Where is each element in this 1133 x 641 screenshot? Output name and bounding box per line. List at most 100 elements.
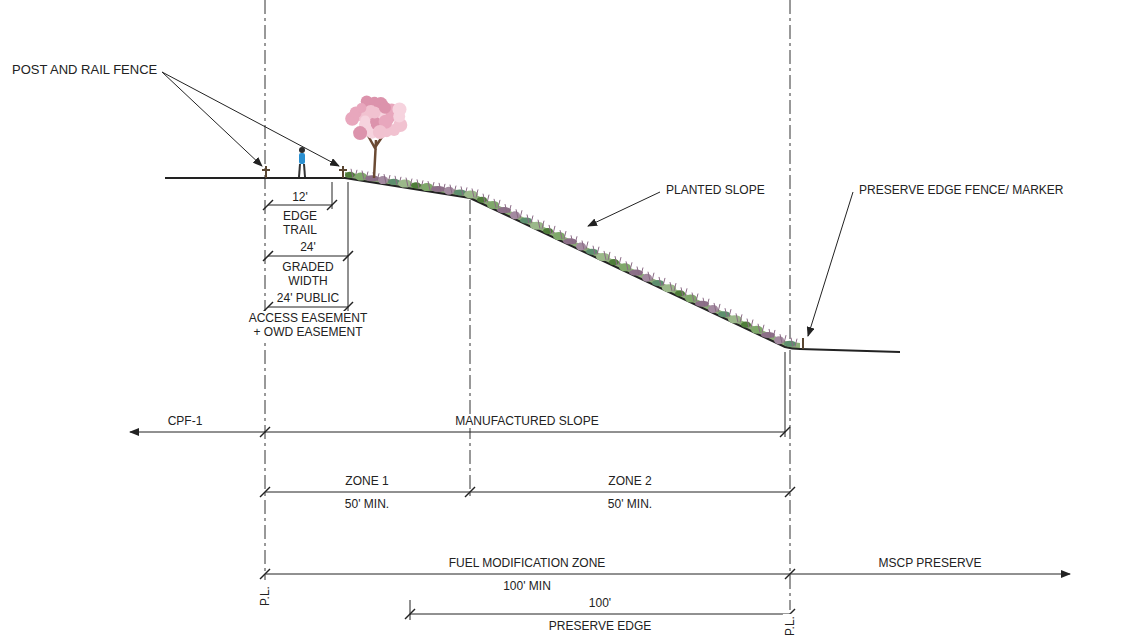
tick bbox=[260, 427, 270, 437]
blossom bbox=[369, 107, 381, 119]
grass bbox=[549, 225, 555, 234]
grass bbox=[593, 246, 599, 255]
dimension-label: MANUFACTURED SLOPE bbox=[453, 414, 600, 428]
shrub bbox=[619, 263, 631, 271]
dimension-value: 50' MIN. bbox=[343, 497, 391, 511]
zone-label: CPF-1 bbox=[166, 414, 205, 428]
shrub bbox=[718, 311, 730, 317]
grass bbox=[780, 334, 786, 343]
shrub bbox=[576, 243, 586, 251]
shrub bbox=[751, 326, 763, 334]
grass bbox=[516, 209, 522, 218]
grass bbox=[472, 188, 478, 197]
grass bbox=[637, 267, 643, 276]
grass bbox=[703, 298, 709, 307]
dimension-label: GRADED WIDTH bbox=[275, 260, 341, 288]
trail-user bbox=[299, 147, 305, 177]
shrub bbox=[586, 249, 598, 255]
tick bbox=[465, 487, 475, 497]
grass bbox=[571, 235, 577, 244]
shrub bbox=[609, 259, 619, 265]
dimension-value: 50' MIN. bbox=[606, 497, 654, 511]
grass bbox=[747, 319, 753, 328]
property-line-label: P.L. bbox=[258, 584, 272, 608]
shrub bbox=[708, 305, 718, 313]
zone-label: FUEL MODIFICATION ZONE bbox=[447, 556, 608, 570]
grass bbox=[582, 241, 588, 250]
zone-divider bbox=[470, 200, 471, 497]
grass bbox=[615, 256, 621, 265]
tick bbox=[327, 200, 337, 210]
shrub bbox=[421, 183, 433, 191]
tick bbox=[260, 487, 270, 497]
grass bbox=[483, 194, 489, 203]
grass bbox=[659, 277, 665, 286]
callout-label: PRESERVE EDGE FENCE/ MARKER bbox=[857, 183, 1066, 197]
dimension-value: 100' bbox=[587, 596, 613, 610]
shrub bbox=[411, 182, 421, 188]
shrub bbox=[543, 228, 553, 234]
grass bbox=[692, 293, 698, 302]
shrub bbox=[685, 295, 697, 303]
shrub bbox=[784, 341, 796, 347]
grass bbox=[725, 308, 731, 317]
shrub bbox=[652, 280, 664, 286]
shrub bbox=[477, 197, 487, 203]
preserve-edge-marker bbox=[802, 338, 804, 349]
grass bbox=[670, 282, 676, 291]
shrub bbox=[520, 217, 532, 223]
shrub bbox=[444, 187, 454, 195]
tick bbox=[785, 487, 795, 497]
callout-label: POST AND RAIL FENCE bbox=[10, 63, 159, 77]
dimension-label: PRESERVE EDGE bbox=[547, 619, 653, 633]
grass bbox=[769, 329, 775, 338]
tick bbox=[780, 427, 790, 437]
blossom bbox=[356, 103, 366, 113]
blossom bbox=[379, 102, 391, 114]
zone-label: ZONE 2 bbox=[606, 474, 653, 488]
blossom bbox=[393, 111, 405, 123]
property-line bbox=[790, 0, 791, 610]
tick bbox=[785, 569, 795, 579]
shrub bbox=[774, 336, 784, 344]
grass bbox=[505, 204, 511, 213]
shrub bbox=[510, 211, 520, 219]
dimension-value: 24' PUBLIC bbox=[275, 291, 341, 305]
blossom bbox=[353, 126, 367, 140]
grass bbox=[626, 261, 632, 270]
shrubs bbox=[345, 169, 797, 347]
dimension-lines bbox=[130, 182, 1070, 620]
zone-label: MSCP PRESERVE bbox=[877, 556, 984, 570]
shrub bbox=[642, 274, 652, 282]
shrub bbox=[487, 201, 499, 209]
tick bbox=[405, 609, 415, 619]
property-line-label: P.L. bbox=[783, 614, 797, 638]
shrub bbox=[553, 232, 565, 240]
tick bbox=[260, 569, 270, 579]
grass bbox=[494, 199, 500, 208]
grass bbox=[604, 251, 610, 260]
tick bbox=[263, 251, 273, 261]
blossom bbox=[373, 125, 387, 139]
callout-label: PLANTED SLOPE bbox=[664, 183, 767, 197]
leader-lines bbox=[162, 72, 853, 336]
grass bbox=[648, 272, 654, 281]
planted-band bbox=[345, 172, 800, 349]
shrub bbox=[675, 290, 685, 296]
dimension-label: EDGE TRAIL bbox=[276, 209, 324, 237]
grass bbox=[527, 214, 533, 223]
grass bbox=[714, 303, 720, 312]
dimension-ticks bbox=[260, 200, 795, 619]
ground-profile bbox=[165, 178, 900, 352]
grass bbox=[681, 287, 687, 296]
dimension-label: ACCESS EASEMENT + OWD EASEMENT bbox=[245, 311, 371, 339]
zone-label: ZONE 1 bbox=[343, 474, 390, 488]
grass bbox=[736, 313, 742, 322]
grass bbox=[538, 220, 544, 229]
shrub bbox=[345, 172, 355, 178]
shrub bbox=[378, 176, 388, 184]
dimension-value: 100' MIN bbox=[501, 579, 553, 593]
shrub bbox=[741, 322, 751, 328]
tree bbox=[345, 96, 407, 178]
